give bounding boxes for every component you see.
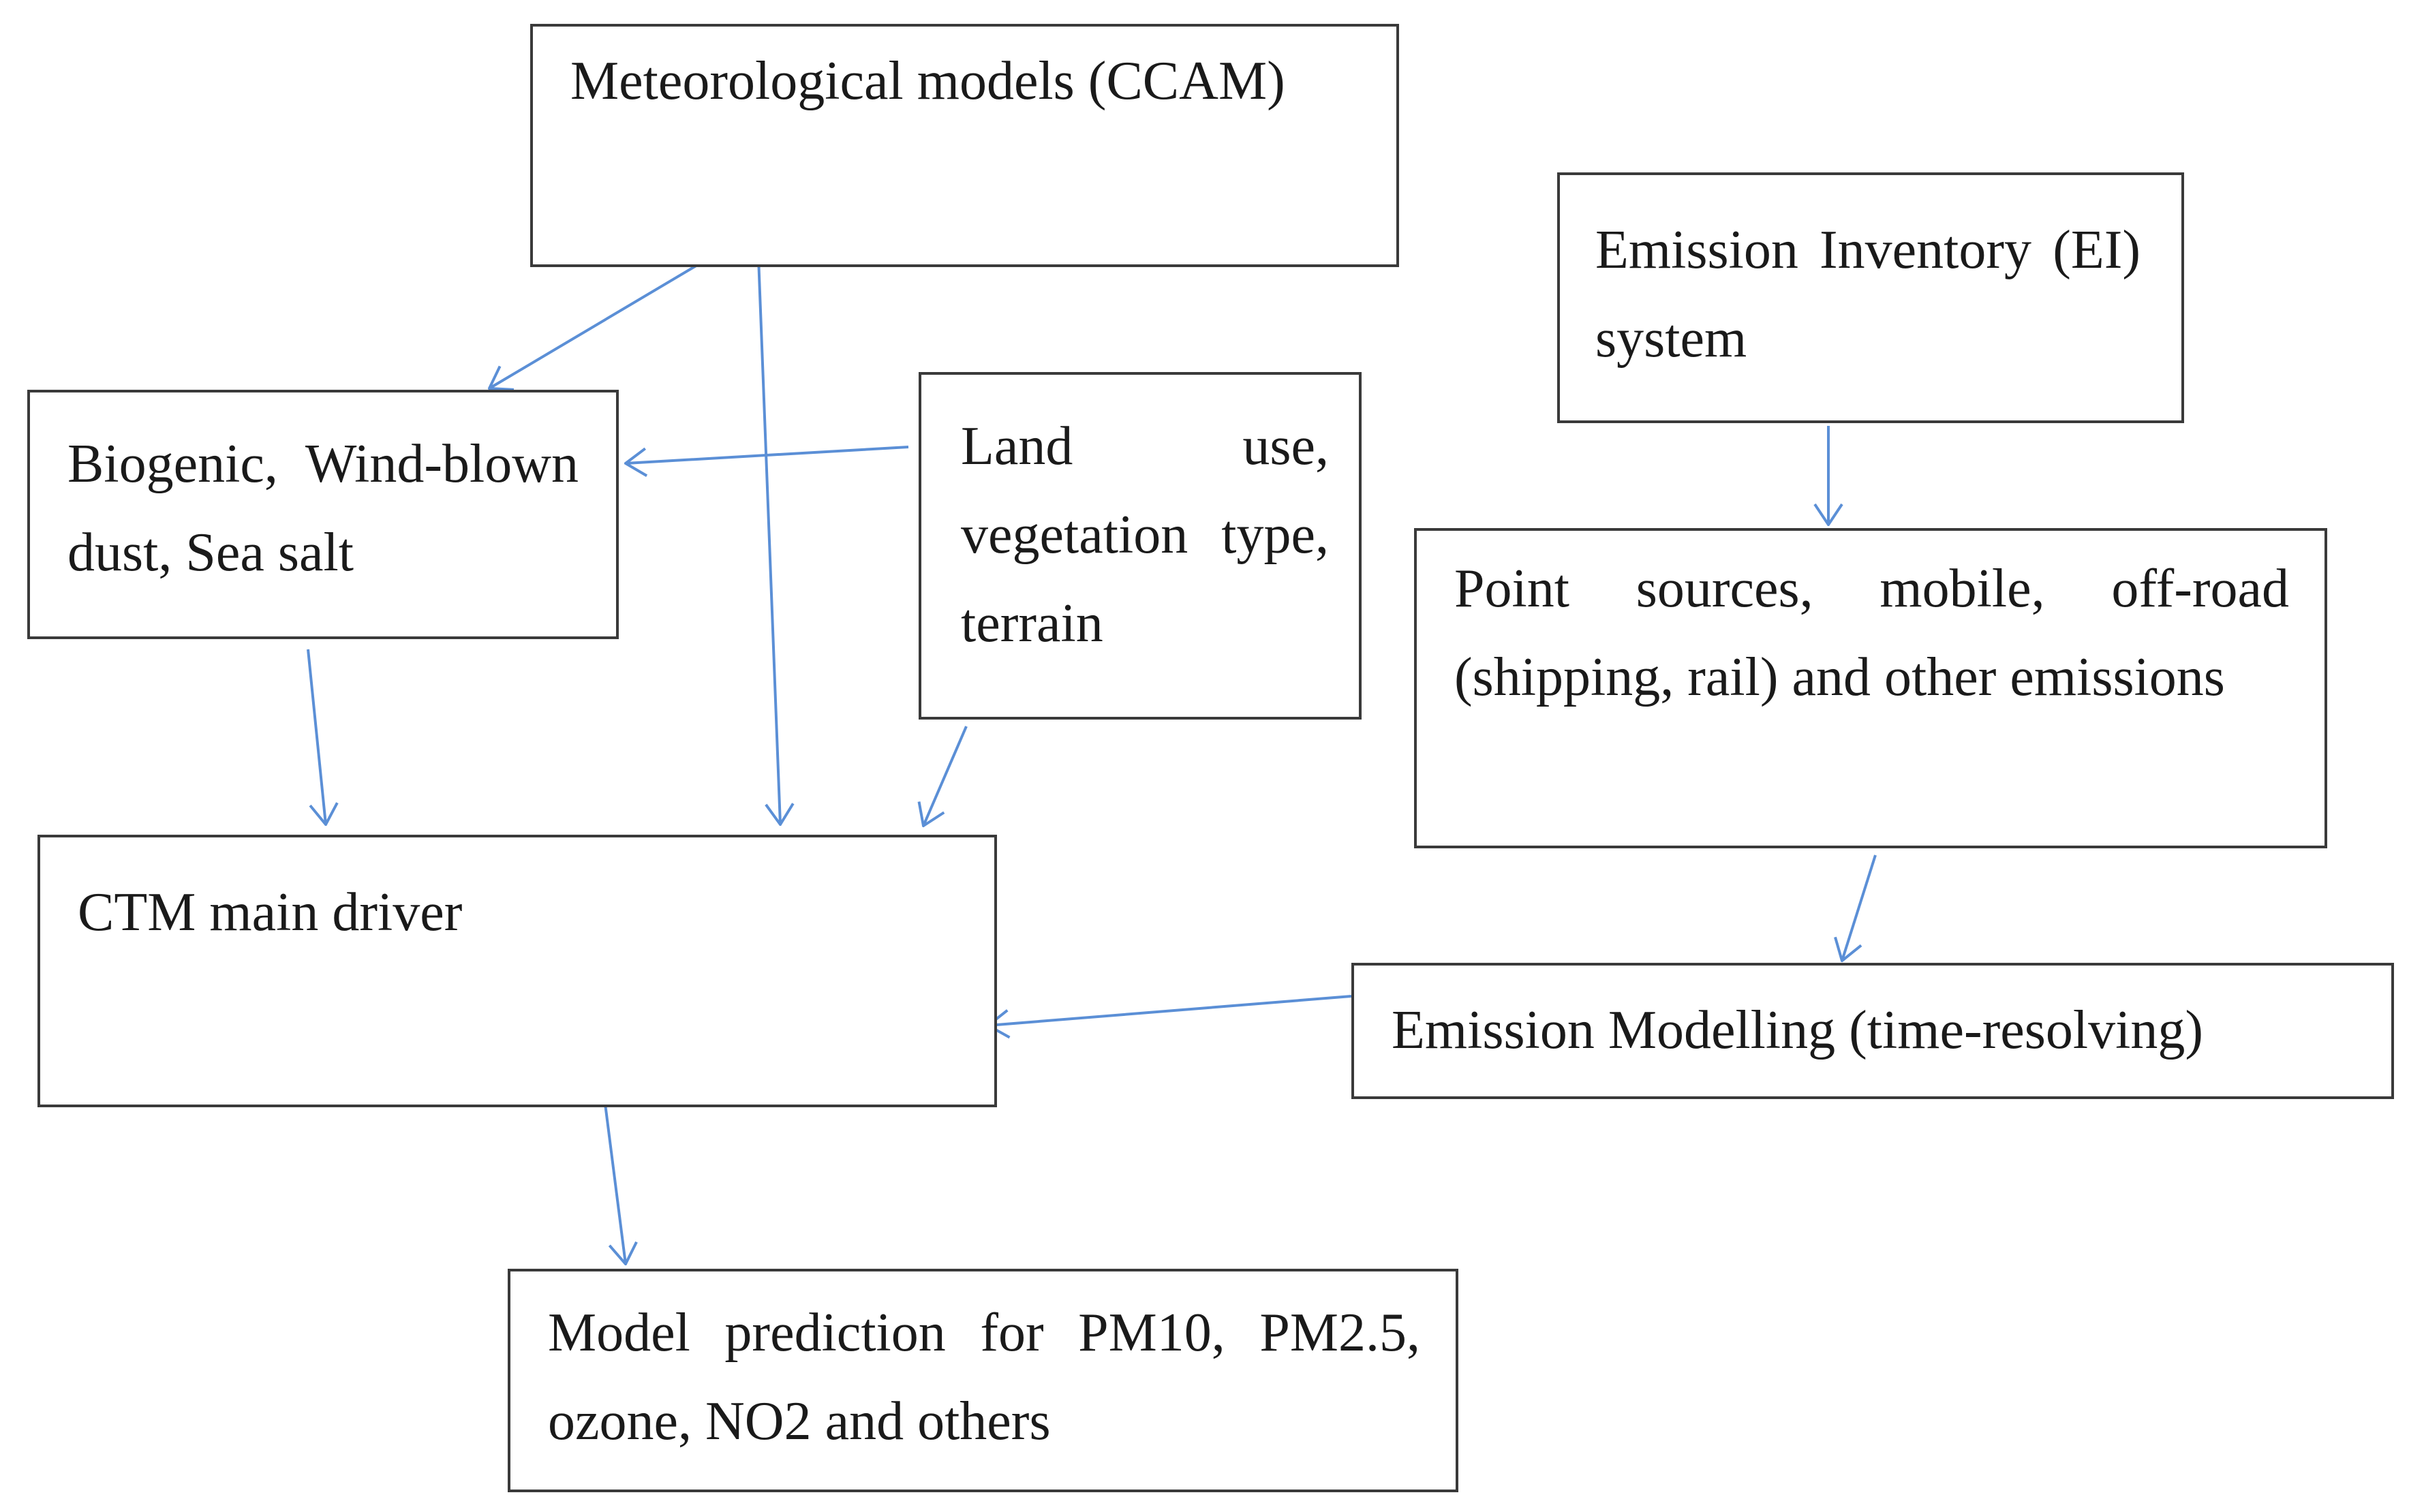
biogenic-box: Biogenic, Wind-blown dust, Sea salt (27, 390, 619, 639)
arrow-meteorological-to-ctm (757, 257, 780, 824)
arrow-biogenic-to-ctm (307, 649, 326, 824)
arrow-point-sources-to-emission-modelling (1842, 854, 1877, 961)
model-prediction-box: Model prediction for PM10, PM2.5, ozone,… (508, 1269, 1458, 1492)
land-use-label: Land use, vegetation type, terrain (961, 416, 1329, 653)
ctm-main-driver-label: CTM main driver (78, 882, 463, 942)
point-sources-box: Point sources, mobile, off-road (shippin… (1414, 528, 2327, 848)
arrow-ctm-to-model-prediction (604, 1103, 626, 1264)
arrow-landuse-to-biogenic (626, 446, 909, 463)
meteorological-models-box: Meteorological models (CCAM) (530, 24, 1399, 267)
arrow-landuse-to-ctm (923, 726, 968, 826)
biogenic-label: Biogenic, Wind-blown dust, Sea salt (67, 434, 579, 583)
emission-modelling-label: Emission Modelling (time-resolving) (1392, 1000, 2203, 1060)
arrow-emission-modelling-to-ctm (988, 995, 1352, 1025)
point-sources-label: Point sources, mobile, off-road (shippin… (1454, 559, 2289, 707)
land-use-box: Land use, vegetation type, terrain (919, 372, 1362, 720)
emission-inventory-box: Emission Inventory (EI) system (1557, 172, 2184, 423)
arrow-meteorological-to-biogenic (489, 261, 703, 388)
meteorological-models-label: Meteorological models (CCAM) (570, 51, 1285, 111)
model-prediction-label: Model prediction for PM10, PM2.5, ozone,… (548, 1303, 1420, 1451)
emission-modelling-box: Emission Modelling (time-resolving) (1351, 963, 2394, 1099)
emission-inventory-label: Emission Inventory (EI) system (1595, 220, 2141, 369)
ctm-main-driver-box: CTM main driver (37, 835, 997, 1107)
